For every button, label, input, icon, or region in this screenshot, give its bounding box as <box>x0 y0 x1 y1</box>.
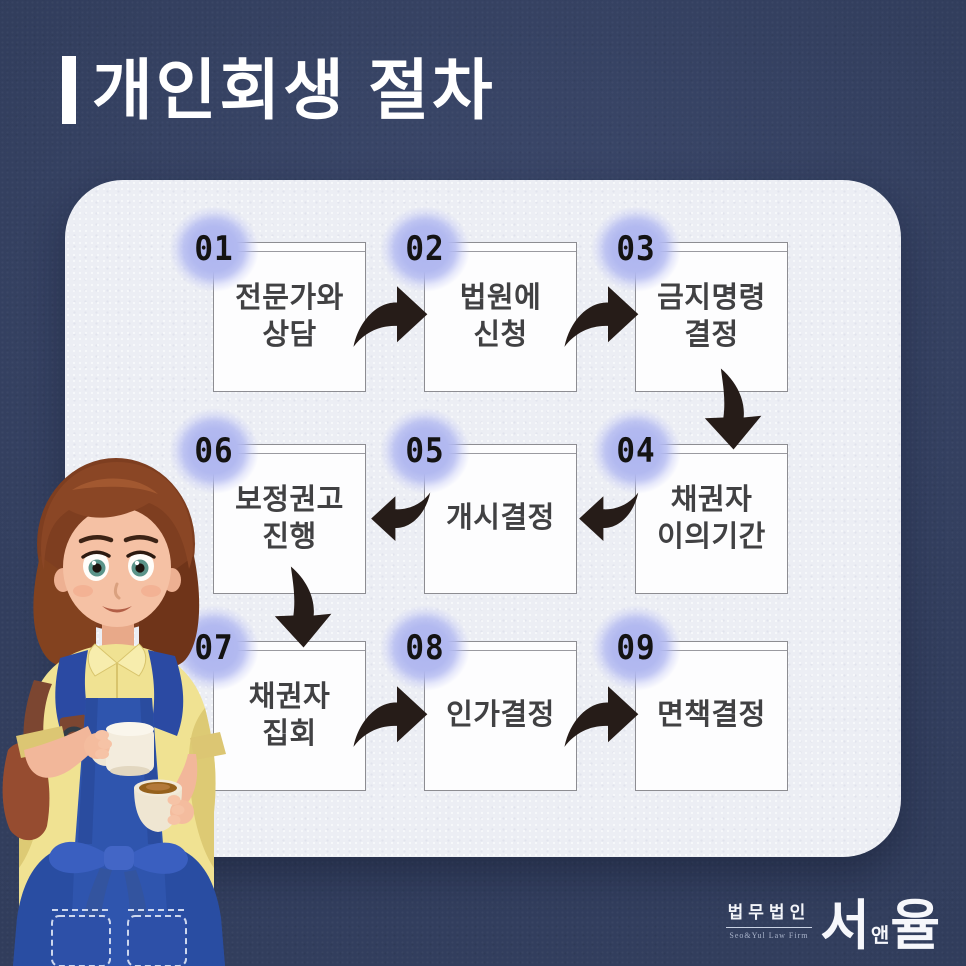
step-07-label-line2: 집회 <box>262 718 317 750</box>
step-09: 면책결정 09 <box>591 605 788 791</box>
firm-name-english: Seo&Yul Law Firm <box>729 931 809 940</box>
curved-arrow-left-icon <box>571 490 647 546</box>
firm-name-syllable: 앤 <box>870 923 890 947</box>
step-05-number-badge: 05 <box>380 408 470 494</box>
step-06: 보정권고 진행 06 <box>169 408 366 594</box>
process-flow-card: 전문가와 상담 01 법원에 신청 02 금지명령 결정 03 채권자 이의기간 <box>65 180 901 857</box>
step-01-number: 01 <box>194 229 234 269</box>
firm-name-korean: 서 앤 율 <box>820 893 940 958</box>
step-01-number-badge: 01 <box>169 206 259 292</box>
step-03-box: 금지명령 결정 <box>635 242 788 392</box>
step-05: 개시결정 05 <box>380 408 577 594</box>
step-01: 전문가와 상담 01 <box>169 206 366 392</box>
step-09-number-badge: 09 <box>591 605 681 691</box>
step-03-number: 03 <box>616 229 656 269</box>
curved-arrow-down-icon <box>263 564 339 650</box>
step-02-label-line2: 신청 <box>473 319 528 351</box>
curved-arrow-left-icon <box>363 490 439 546</box>
step-02-box: 법원에 신청 <box>424 242 577 392</box>
curved-arrow-right-icon <box>562 280 640 350</box>
step-09-label-line1: 면책결정 <box>657 699 766 732</box>
step-02: 법원에 신청 02 <box>380 206 577 392</box>
step-06-number: 06 <box>194 431 234 471</box>
step-03-number-badge: 03 <box>591 206 681 292</box>
firm-name-syllable: 서 <box>820 893 870 958</box>
page-title: 개인회생 절차 <box>62 56 496 124</box>
step-04-number: 04 <box>616 431 656 471</box>
step-08-number-badge: 08 <box>380 605 470 691</box>
step-09-box: 면책결정 <box>635 641 788 791</box>
firm-type-text: 법무법인 <box>725 898 813 928</box>
step-04-number-badge: 04 <box>591 408 681 494</box>
step-02-label-line1: 법원에 <box>459 281 542 314</box>
curved-arrow-right-icon <box>562 680 640 750</box>
step-07-label-line1: 채권자 <box>248 680 331 713</box>
step-07-number: 07 <box>194 628 234 668</box>
step-04-label-line2: 이의기간 <box>657 521 766 553</box>
step-06-box: 보정권고 진행 <box>213 444 366 594</box>
step-06-label-line2: 진행 <box>262 521 317 553</box>
step-05-box: 개시결정 <box>424 444 577 594</box>
step-03-label-line2: 결정 <box>684 319 739 351</box>
step-04: 채권자 이의기간 04 <box>591 408 788 594</box>
step-05-number: 05 <box>405 431 445 471</box>
firm-name-syllable: 율 <box>890 893 940 958</box>
step-03: 금지명령 결정 03 <box>591 206 788 392</box>
step-08: 인가결정 08 <box>380 605 577 791</box>
step-04-label-line1: 채권자 <box>670 483 753 516</box>
step-02-number: 02 <box>405 229 445 269</box>
step-09-number: 09 <box>616 628 656 668</box>
step-08-label-line1: 인가결정 <box>446 699 555 732</box>
curved-arrow-down-icon <box>693 366 769 452</box>
title-accent-bar <box>62 56 76 124</box>
firm-logo: 법무법인 Seo&Yul Law Firm 서 앤 율 <box>725 893 940 958</box>
firm-logo-left: 법무법인 Seo&Yul Law Firm <box>725 898 813 950</box>
step-01-label-line2: 상담 <box>262 319 317 351</box>
step-06-number-badge: 06 <box>169 408 259 494</box>
step-07: 채권자 집회 07 <box>169 605 366 791</box>
step-08-number: 08 <box>405 628 445 668</box>
curved-arrow-right-icon <box>351 680 429 750</box>
curved-arrow-right-icon <box>351 280 429 350</box>
step-02-number-badge: 02 <box>380 206 470 292</box>
step-05-label-line1: 개시결정 <box>446 502 555 535</box>
barista-character-illustration <box>2 458 226 966</box>
page-title-text: 개인회생 절차 <box>92 53 496 127</box>
